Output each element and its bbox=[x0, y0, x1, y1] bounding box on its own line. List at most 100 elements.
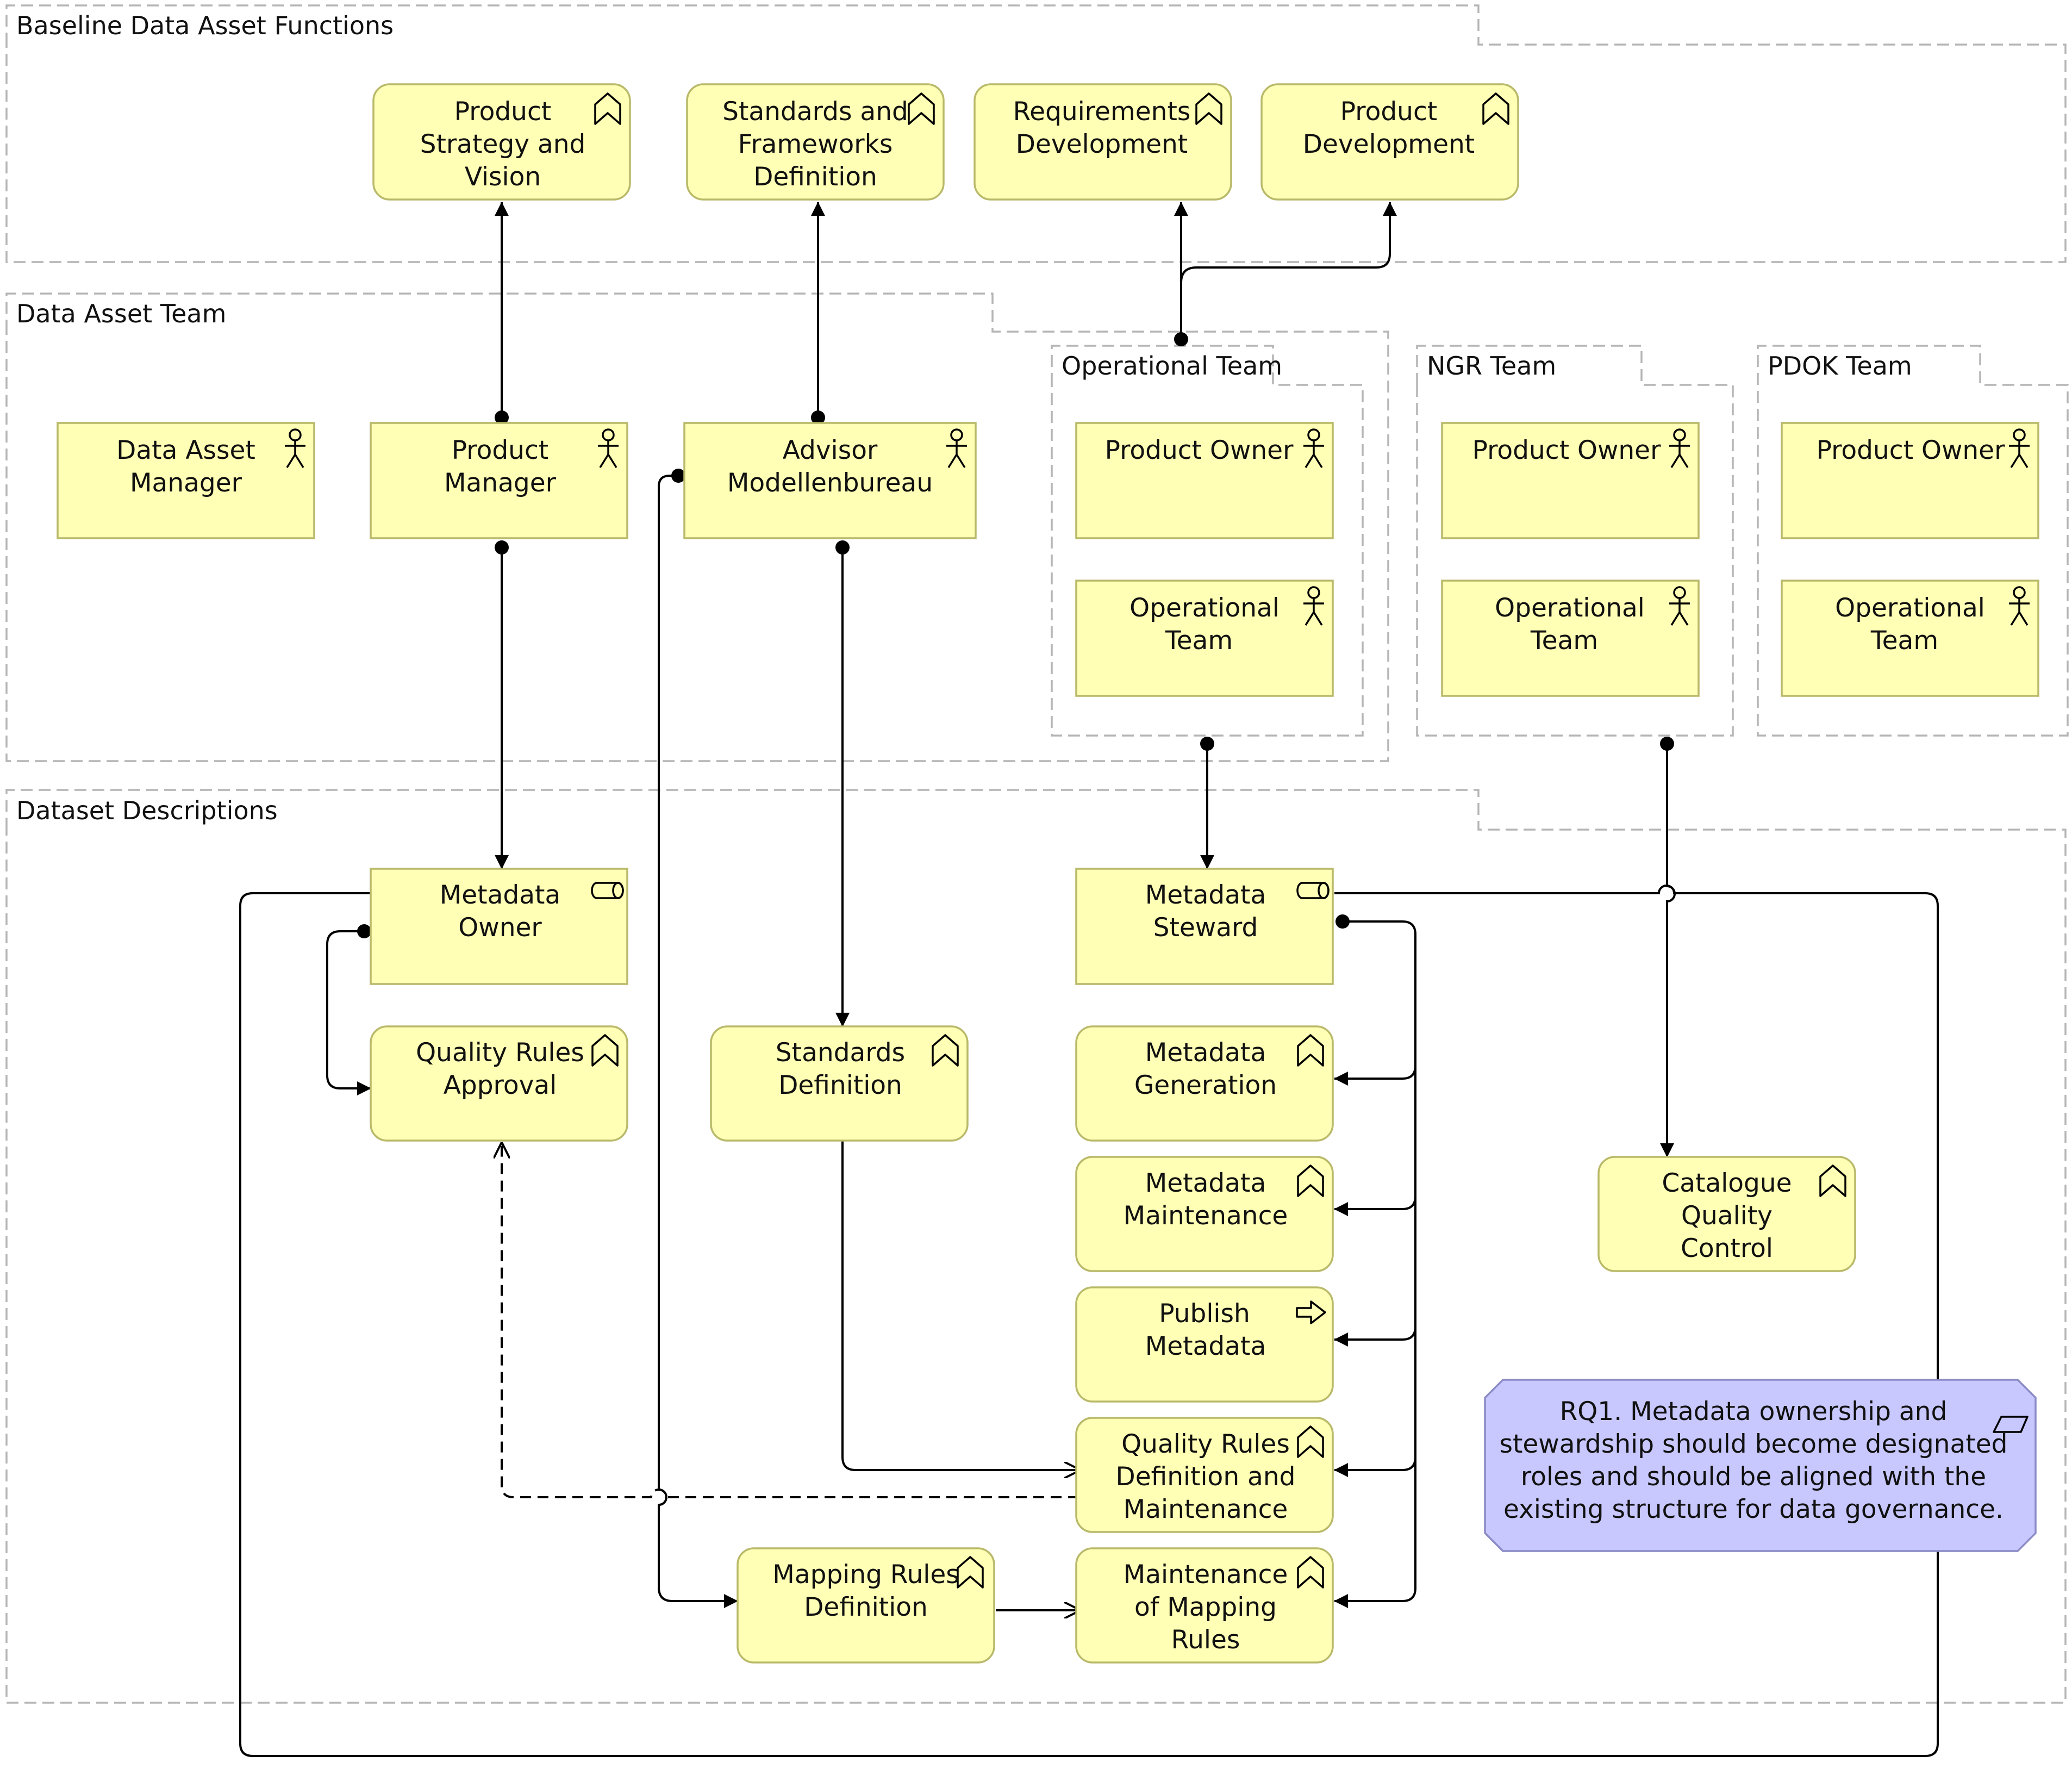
element-label: Development bbox=[1303, 129, 1475, 159]
role-metadata-steward[interactable]: Metadata Steward bbox=[1075, 868, 1334, 985]
element-label: Standards bbox=[776, 1038, 905, 1068]
element-label: Metadata bbox=[1145, 1038, 1266, 1068]
element-label: Definition and bbox=[1116, 1462, 1296, 1492]
function-icon bbox=[1482, 92, 1509, 125]
group-title-operational: Operational Team bbox=[1062, 351, 1282, 381]
element-label: Development bbox=[1016, 129, 1188, 159]
element-label: Owner bbox=[458, 913, 542, 943]
actor-ngr-product-owner[interactable]: Product Owner bbox=[1441, 422, 1700, 539]
element-label: Publish bbox=[1159, 1299, 1250, 1329]
element-label: Approval bbox=[444, 1070, 557, 1100]
element-label: of Mapping bbox=[1134, 1592, 1277, 1622]
element-label: Product bbox=[1340, 97, 1437, 127]
element-label: Data Asset bbox=[116, 435, 255, 465]
function-requirements-development[interactable]: Requirements Development bbox=[973, 83, 1232, 201]
actor-data-asset-manager[interactable]: Data Asset Manager bbox=[57, 422, 315, 539]
function-standards-and-frameworks-definition[interactable]: Standards and Frameworks Definition bbox=[686, 83, 945, 201]
function-product-strategy-and-vision[interactable]: Product Strategy and Vision bbox=[372, 83, 631, 201]
element-label: Manager bbox=[444, 468, 557, 498]
element-label: Metadata bbox=[1145, 880, 1266, 910]
element-label: Team bbox=[1530, 626, 1598, 656]
element-label: Frameworks bbox=[738, 129, 893, 159]
actor-ngr-operational-team[interactable]: Operational Team bbox=[1441, 580, 1700, 697]
group-pdok-team: PDOK Team bbox=[1757, 345, 2069, 737]
function-icon bbox=[1297, 1164, 1324, 1197]
actor-op-operational-team[interactable]: Operational Team bbox=[1075, 580, 1334, 697]
connector bbox=[658, 469, 738, 1608]
connector bbox=[1334, 1326, 1416, 1347]
function-metadata-generation[interactable]: Metadata Generation bbox=[1075, 1025, 1334, 1142]
group-operational-team: Operational Team bbox=[1051, 345, 1364, 737]
note-line: existing structure for data governance. bbox=[1503, 1494, 2004, 1524]
note-line: roles and should be aligned with the bbox=[1521, 1462, 1986, 1492]
element-label: Quality Rules bbox=[1121, 1429, 1290, 1459]
actor-icon bbox=[598, 428, 619, 468]
function-icon bbox=[957, 1556, 984, 1589]
group-ngr-team: NGR Team bbox=[1416, 345, 1734, 737]
role-icon bbox=[591, 882, 624, 899]
connector bbox=[326, 924, 371, 1095]
group-baseline-data-asset-functions: Baseline Data Asset Functions bbox=[5, 4, 2067, 263]
element-label: Maintenance bbox=[1124, 1201, 1288, 1231]
element-label: Definition bbox=[804, 1592, 928, 1622]
actor-op-product-owner[interactable]: Product Owner bbox=[1075, 422, 1334, 539]
process-publish-metadata[interactable]: Publish Metadata bbox=[1075, 1286, 1334, 1403]
function-quality-rules-approval[interactable]: Quality Rules Approval bbox=[370, 1025, 628, 1142]
element-label: Modellenbureau bbox=[727, 468, 933, 498]
actor-icon bbox=[946, 428, 967, 468]
note-line: RQ1. Metadata ownership and bbox=[1560, 1397, 1948, 1427]
element-label: Advisor bbox=[783, 435, 878, 465]
requirement-note-rq1[interactable]: RQ1. Metadata ownership and stewardship … bbox=[1484, 1379, 2037, 1552]
actor-advisor-modellenbureau[interactable]: Advisor Modellenbureau bbox=[683, 422, 977, 539]
element-label: Maintenance bbox=[1124, 1560, 1288, 1590]
element-label: Product Owner bbox=[1817, 435, 2006, 465]
element-label: Product Owner bbox=[1472, 435, 1662, 465]
element-label: Quality Rules bbox=[416, 1038, 584, 1068]
function-icon bbox=[1297, 1034, 1324, 1067]
function-icon bbox=[1297, 1556, 1324, 1589]
element-label: Manager bbox=[130, 468, 242, 498]
note-line: stewardship should become designated bbox=[1499, 1429, 2007, 1459]
group-title-dataset: Dataset Descriptions bbox=[16, 796, 278, 825]
element-label: Generation bbox=[1134, 1070, 1277, 1100]
requirement-icon bbox=[1993, 1416, 2029, 1433]
actor-pdok-operational-team[interactable]: Operational Team bbox=[1781, 580, 2039, 697]
element-label: Standards and bbox=[722, 97, 908, 127]
actor-product-manager[interactable]: Product Manager bbox=[370, 422, 628, 539]
role-metadata-owner[interactable]: Metadata Owner bbox=[370, 868, 628, 985]
element-label: Product bbox=[452, 435, 548, 465]
connections bbox=[239, 202, 1939, 1757]
connector bbox=[1334, 914, 1416, 1609]
element-label: Quality bbox=[1681, 1201, 1773, 1231]
actor-icon bbox=[2009, 586, 2030, 626]
element-label: Operational bbox=[1835, 593, 1985, 623]
function-icon bbox=[1819, 1164, 1846, 1197]
group-title-baseline: Baseline Data Asset Functions bbox=[16, 11, 394, 40]
function-icon bbox=[1195, 92, 1222, 125]
function-icon bbox=[594, 92, 621, 125]
element-label: Rules bbox=[1171, 1625, 1240, 1655]
element-label: Strategy and bbox=[420, 129, 586, 159]
function-metadata-maintenance[interactable]: Metadata Maintenance bbox=[1075, 1156, 1334, 1272]
role-icon bbox=[1296, 882, 1330, 899]
actor-icon bbox=[1303, 586, 1324, 626]
actor-pdok-product-owner[interactable]: Product Owner bbox=[1781, 422, 2039, 539]
actor-icon bbox=[1669, 586, 1690, 626]
function-mapping-rules-definition[interactable]: Mapping Rules Definition bbox=[737, 1547, 995, 1664]
function-standards-definition[interactable]: Standards Definition bbox=[710, 1025, 969, 1142]
function-maintenance-of-mapping-rules[interactable]: Maintenance of Mapping Rules bbox=[1075, 1547, 1334, 1664]
connector bbox=[1334, 1065, 1416, 1086]
element-label: Team bbox=[1165, 626, 1233, 656]
function-quality-rules-definition-and-maintenance[interactable]: Quality Rules Definition and Maintenance bbox=[1075, 1417, 1334, 1533]
element-label: Metadata bbox=[1145, 1168, 1266, 1198]
element-label: Mapping Rules bbox=[772, 1560, 959, 1590]
group-title-pdok: PDOK Team bbox=[1768, 351, 1912, 381]
function-catalogue-quality-control[interactable]: Catalogue Quality Control bbox=[1597, 1156, 1856, 1272]
element-label: Requirements bbox=[1013, 97, 1191, 127]
function-icon bbox=[932, 1034, 959, 1067]
function-product-development[interactable]: Product Development bbox=[1260, 83, 1519, 201]
connector bbox=[1180, 202, 1397, 283]
element-label: Steward bbox=[1153, 913, 1258, 943]
group-title-team: Data Asset Team bbox=[16, 299, 226, 328]
